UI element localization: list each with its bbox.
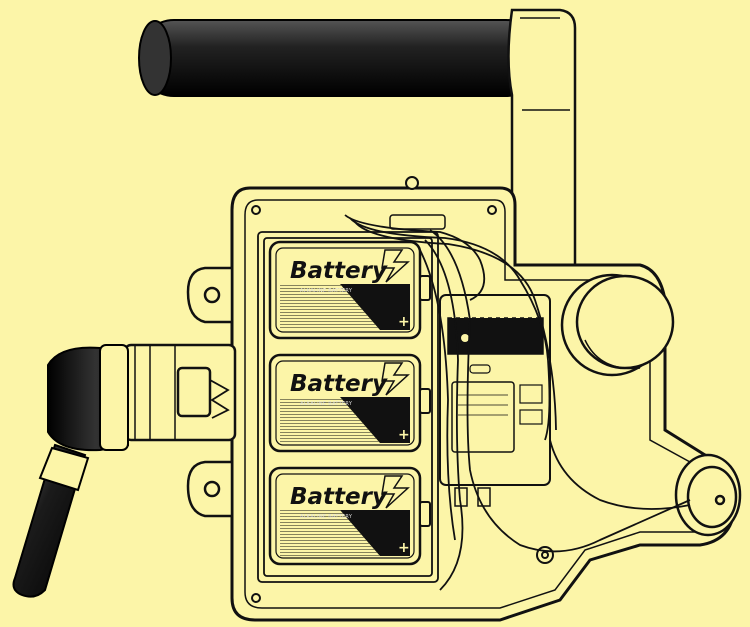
battery-label: Battery: [290, 371, 388, 397]
battery-subtext: ALKALINE BATTERY: [300, 514, 353, 520]
toggle-switch: [12, 344, 129, 598]
lightning-bolt-icon: [381, 362, 410, 396]
handle-tube: [138, 19, 541, 97]
battery-subtext: ALKALINE BATTERY: [300, 288, 353, 294]
battery-compartment: [257, 231, 439, 583]
battery-terminal-label: +: [398, 427, 410, 443]
crank-arm: [507, 8, 577, 282]
lightning-bolt-icon: [381, 249, 410, 283]
battery-terminal-label: +: [398, 540, 410, 556]
switch-barrel: [123, 343, 237, 442]
battery-label: Battery: [290, 484, 388, 510]
battery-terminal-label: +: [398, 314, 410, 330]
rotary-knob: [560, 273, 675, 377]
wiring: [344, 214, 691, 591]
connector-disc: [674, 453, 742, 537]
lightning-bolt-icon: [381, 475, 410, 509]
battery-subtext: ALKALINE BATTERY: [300, 401, 353, 407]
mounting-tabs: [186, 266, 234, 518]
battery-label: Battery: [290, 258, 388, 284]
